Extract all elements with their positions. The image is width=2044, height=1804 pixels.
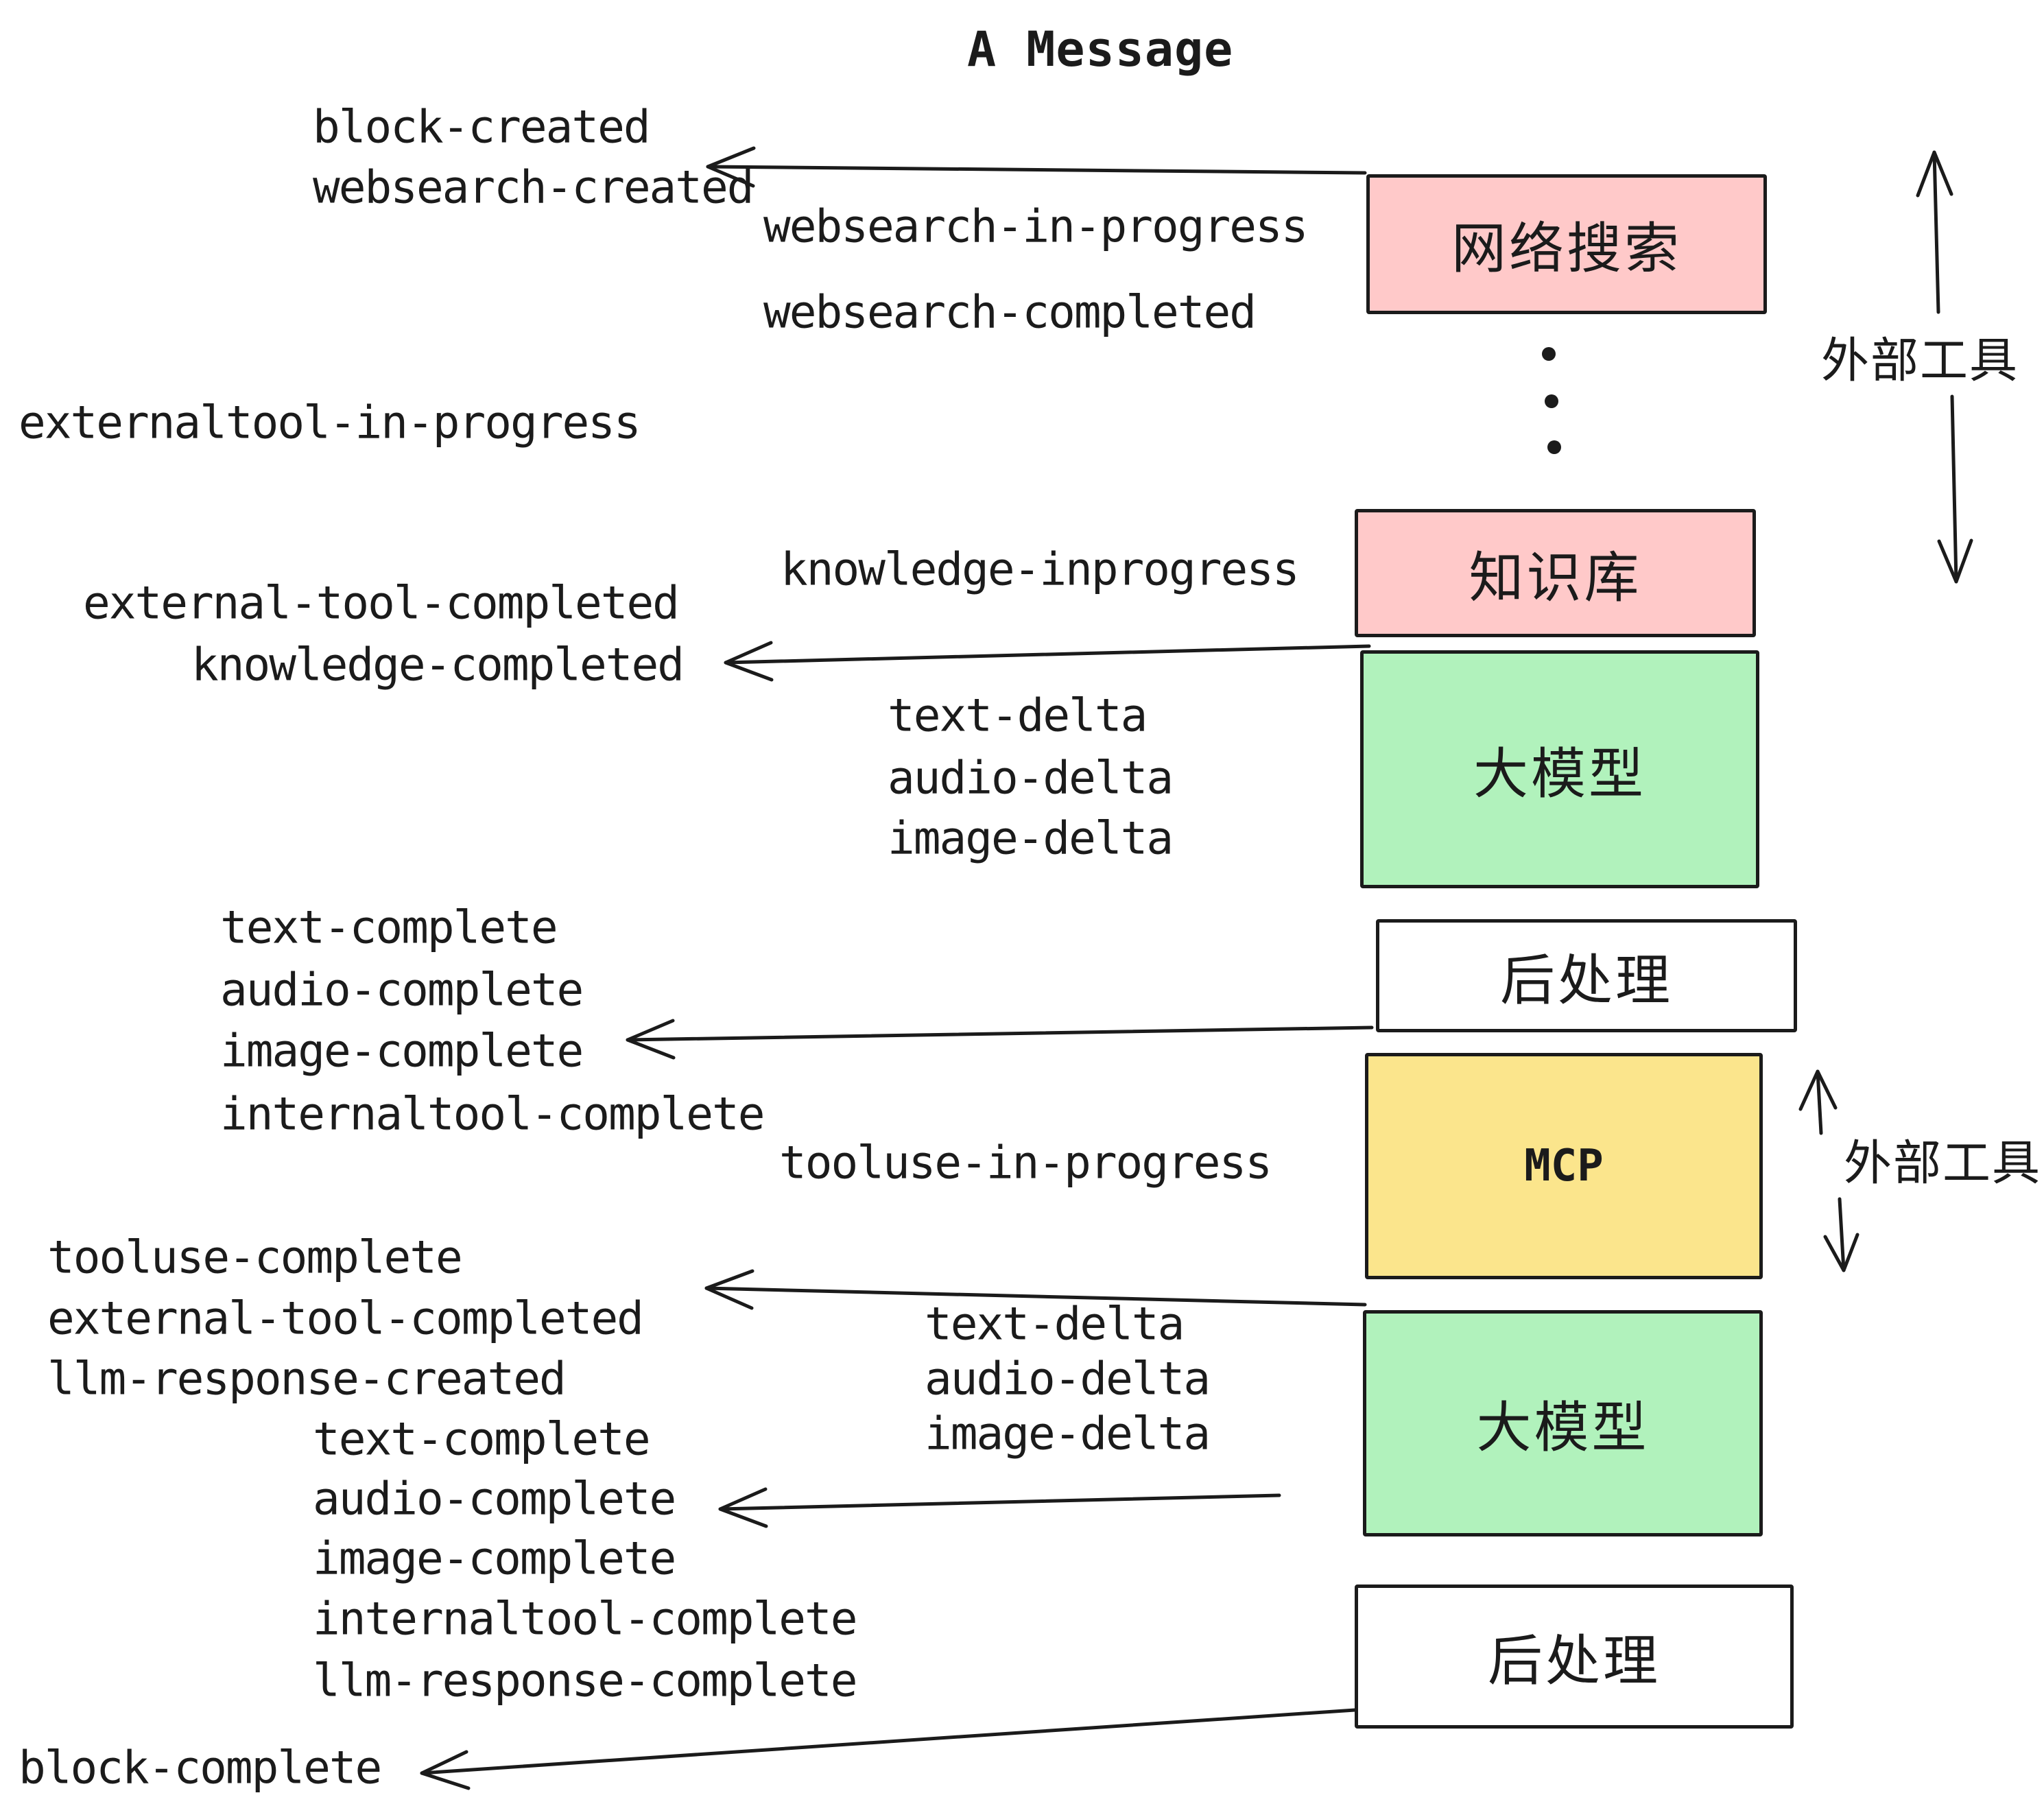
event-text-delta-2: text-delta <box>925 1297 1185 1351</box>
event-websearch-completed: websearch-completed <box>763 285 1257 339</box>
event-knowledge-inprogress: knowledge-inprogress <box>781 543 1300 596</box>
event-tooluse-in-progress: tooluse-in-progress <box>779 1136 1272 1189</box>
box-postprocess-1-label: 后处理 <box>1500 948 1673 1012</box>
event-block-created: block-created <box>313 100 651 154</box>
label-external-tools-1: 外部工具 <box>1821 332 2019 389</box>
event-tooluse-complete: tooluse-complete <box>47 1231 463 1284</box>
event-image-complete-2: image-complete <box>313 1532 676 1585</box>
box-mcp-label: MCP <box>1524 1141 1604 1191</box>
box-postprocess-2-label: 后处理 <box>1488 1629 1661 1693</box>
diagram-title: A Message <box>967 21 1234 78</box>
event-internaltool-complete-2: internaltool-complete <box>313 1592 857 1646</box>
arrow-external-tools-down-1 <box>1937 394 1973 584</box>
box-llm-2-label: 大模型 <box>1476 1396 1650 1460</box>
event-audio-complete-1: audio-complete <box>220 963 584 1017</box>
arrow-audio-complete <box>718 1487 1281 1528</box>
event-image-complete-1: image-complete <box>220 1024 584 1078</box>
box-llm-2: 大模型 <box>1363 1310 1763 1536</box>
event-text-delta-1: text-delta <box>888 689 1148 742</box>
box-postprocess-1: 后处理 <box>1376 919 1797 1032</box>
event-text-complete-1: text-complete <box>220 901 558 954</box>
event-websearch-in-progress: websearch-in-progress <box>763 200 1308 253</box>
event-block-complete: block-complete <box>19 1741 382 1794</box>
event-llm-response-created: llm-response-created <box>47 1352 567 1405</box>
arrow-external-tools-down-2 <box>1823 1197 1859 1272</box>
box-llm-1-label: 大模型 <box>1473 741 1646 806</box>
box-websearch-label: 网络搜索 <box>1451 217 1682 281</box>
event-audio-delta-1: audio-delta <box>888 751 1174 805</box>
event-text-complete-2: text-complete <box>313 1412 651 1466</box>
arrow-block-complete <box>420 1707 1367 1790</box>
event-external-tool-completed-2: external-tool-completed <box>47 1292 644 1345</box>
event-internaltool-complete-1: internaltool-complete <box>220 1087 765 1141</box>
box-knowledge-base: 知识库 <box>1355 509 1756 637</box>
event-audio-delta-2: audio-delta <box>925 1352 1211 1405</box>
event-image-delta-1: image-delta <box>888 811 1174 865</box>
arrow-external-tools-up-1 <box>1916 150 1953 314</box>
event-image-delta-2: image-delta <box>925 1407 1211 1460</box>
label-external-tools-2: 外部工具 <box>1844 1135 2041 1191</box>
box-knowledge-label: 知识库 <box>1469 545 1642 610</box>
box-mcp: MCP <box>1365 1053 1763 1279</box>
ellipsis-dots-icon <box>1542 347 1561 454</box>
event-externaltool-in-progress: externaltool-in-progress <box>19 396 641 449</box>
arrow-image-complete <box>626 1019 1374 1060</box>
box-llm-1: 大模型 <box>1360 650 1759 888</box>
box-websearch: 网络搜索 <box>1366 174 1767 314</box>
arrow-external-tools-up-2 <box>1798 1069 1838 1135</box>
event-llm-response-complete: llm-response-complete <box>313 1654 857 1707</box>
event-websearch-created: websearch-created <box>313 161 754 214</box>
event-audio-complete-2: audio-complete <box>313 1472 676 1526</box>
arrow-block-created <box>706 146 1367 188</box>
event-external-tool-completed-1: external-tool-completed <box>83 576 680 630</box>
event-knowledge-completed: knowledge-completed <box>191 638 685 691</box>
box-postprocess-2: 后处理 <box>1355 1585 1794 1729</box>
arrow-knowledge-completed <box>724 641 1371 682</box>
